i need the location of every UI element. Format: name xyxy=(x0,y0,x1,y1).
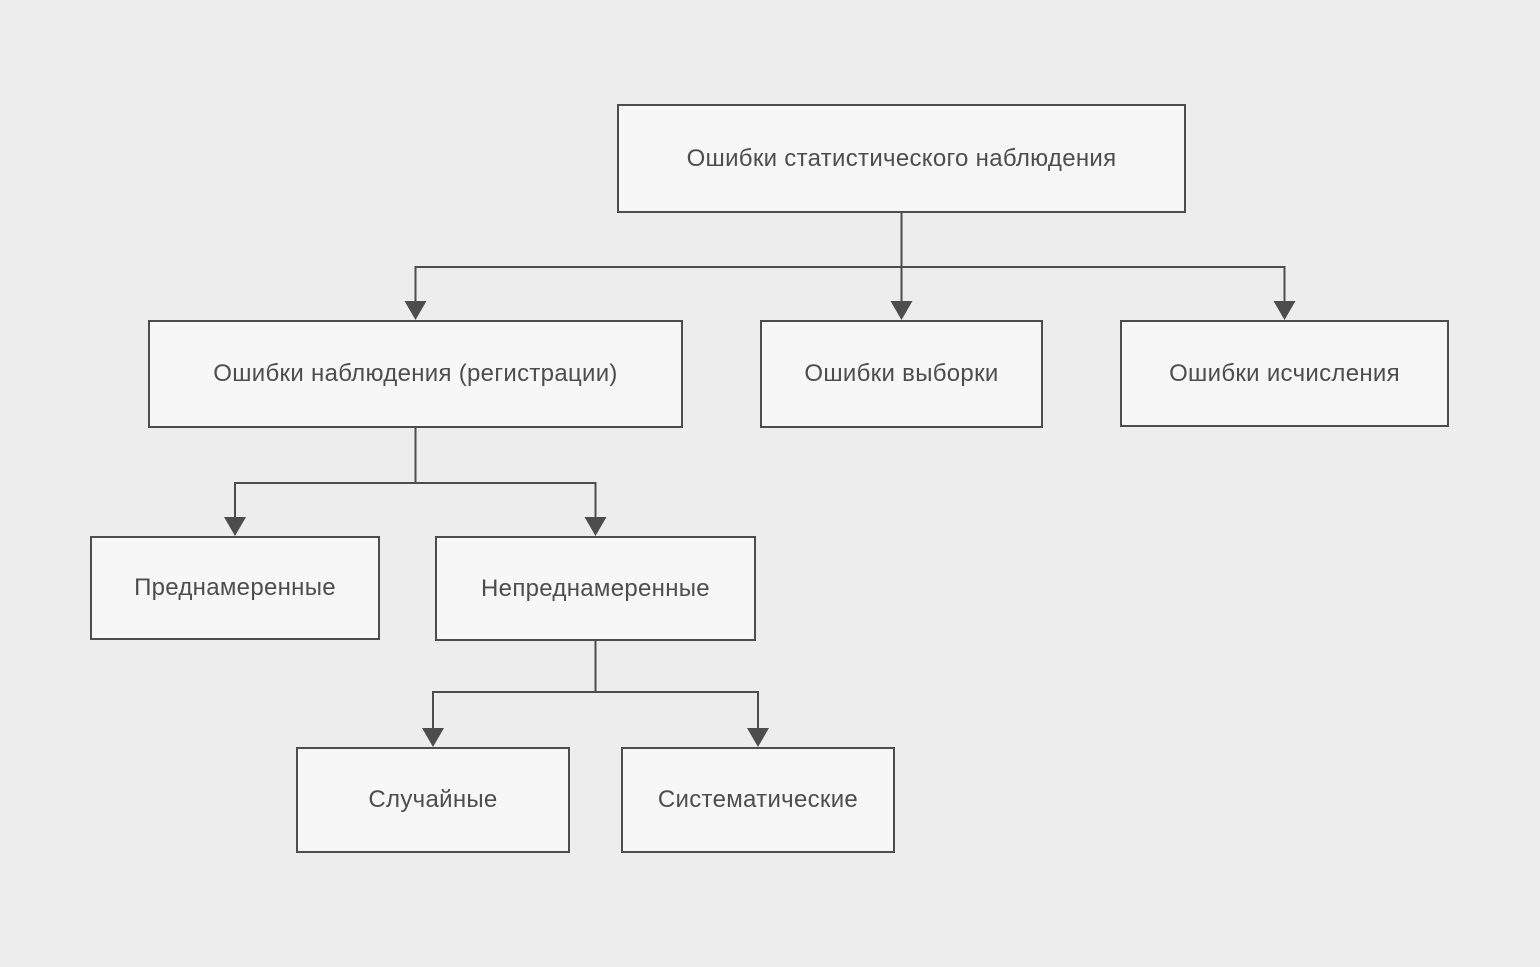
arrowhead-observation xyxy=(404,301,427,320)
arrowhead-unintentional xyxy=(584,517,607,536)
arrowhead-systematic xyxy=(747,728,769,747)
node-intentional-label: Преднамеренные xyxy=(134,574,336,601)
arrowhead-random xyxy=(422,728,444,747)
node-sampling-errors-label: Ошибки выборки xyxy=(804,360,999,387)
node-random-label: Случайные xyxy=(368,786,498,813)
node-calculation-errors: Ошибки исчисления xyxy=(1120,320,1449,427)
node-random: Случайные xyxy=(296,747,570,853)
arrowhead-calculation xyxy=(1273,301,1296,320)
node-sampling-errors: Ошибки выборки xyxy=(760,320,1043,428)
node-root: Ошибки статистического наблюдения xyxy=(617,104,1186,213)
node-observation-errors-label: Ошибки наблюдения (регистрации) xyxy=(213,360,618,387)
node-unintentional-label: Непреднамеренные xyxy=(481,574,710,602)
node-systematic-label: Систематические xyxy=(657,786,859,813)
node-calculation-errors-label: Ошибки исчисления xyxy=(1169,359,1400,387)
node-observation-errors: Ошибки наблюдения (регистрации) xyxy=(148,320,683,428)
node-root-label: Ошибки статистического наблюдения xyxy=(686,144,1117,172)
arrowhead-intentional xyxy=(224,517,246,536)
node-intentional: Преднамеренные xyxy=(90,536,380,640)
node-unintentional: Непреднамеренные xyxy=(435,536,756,641)
node-systematic: Систематические xyxy=(621,747,895,853)
arrowhead-sampling xyxy=(890,301,913,320)
